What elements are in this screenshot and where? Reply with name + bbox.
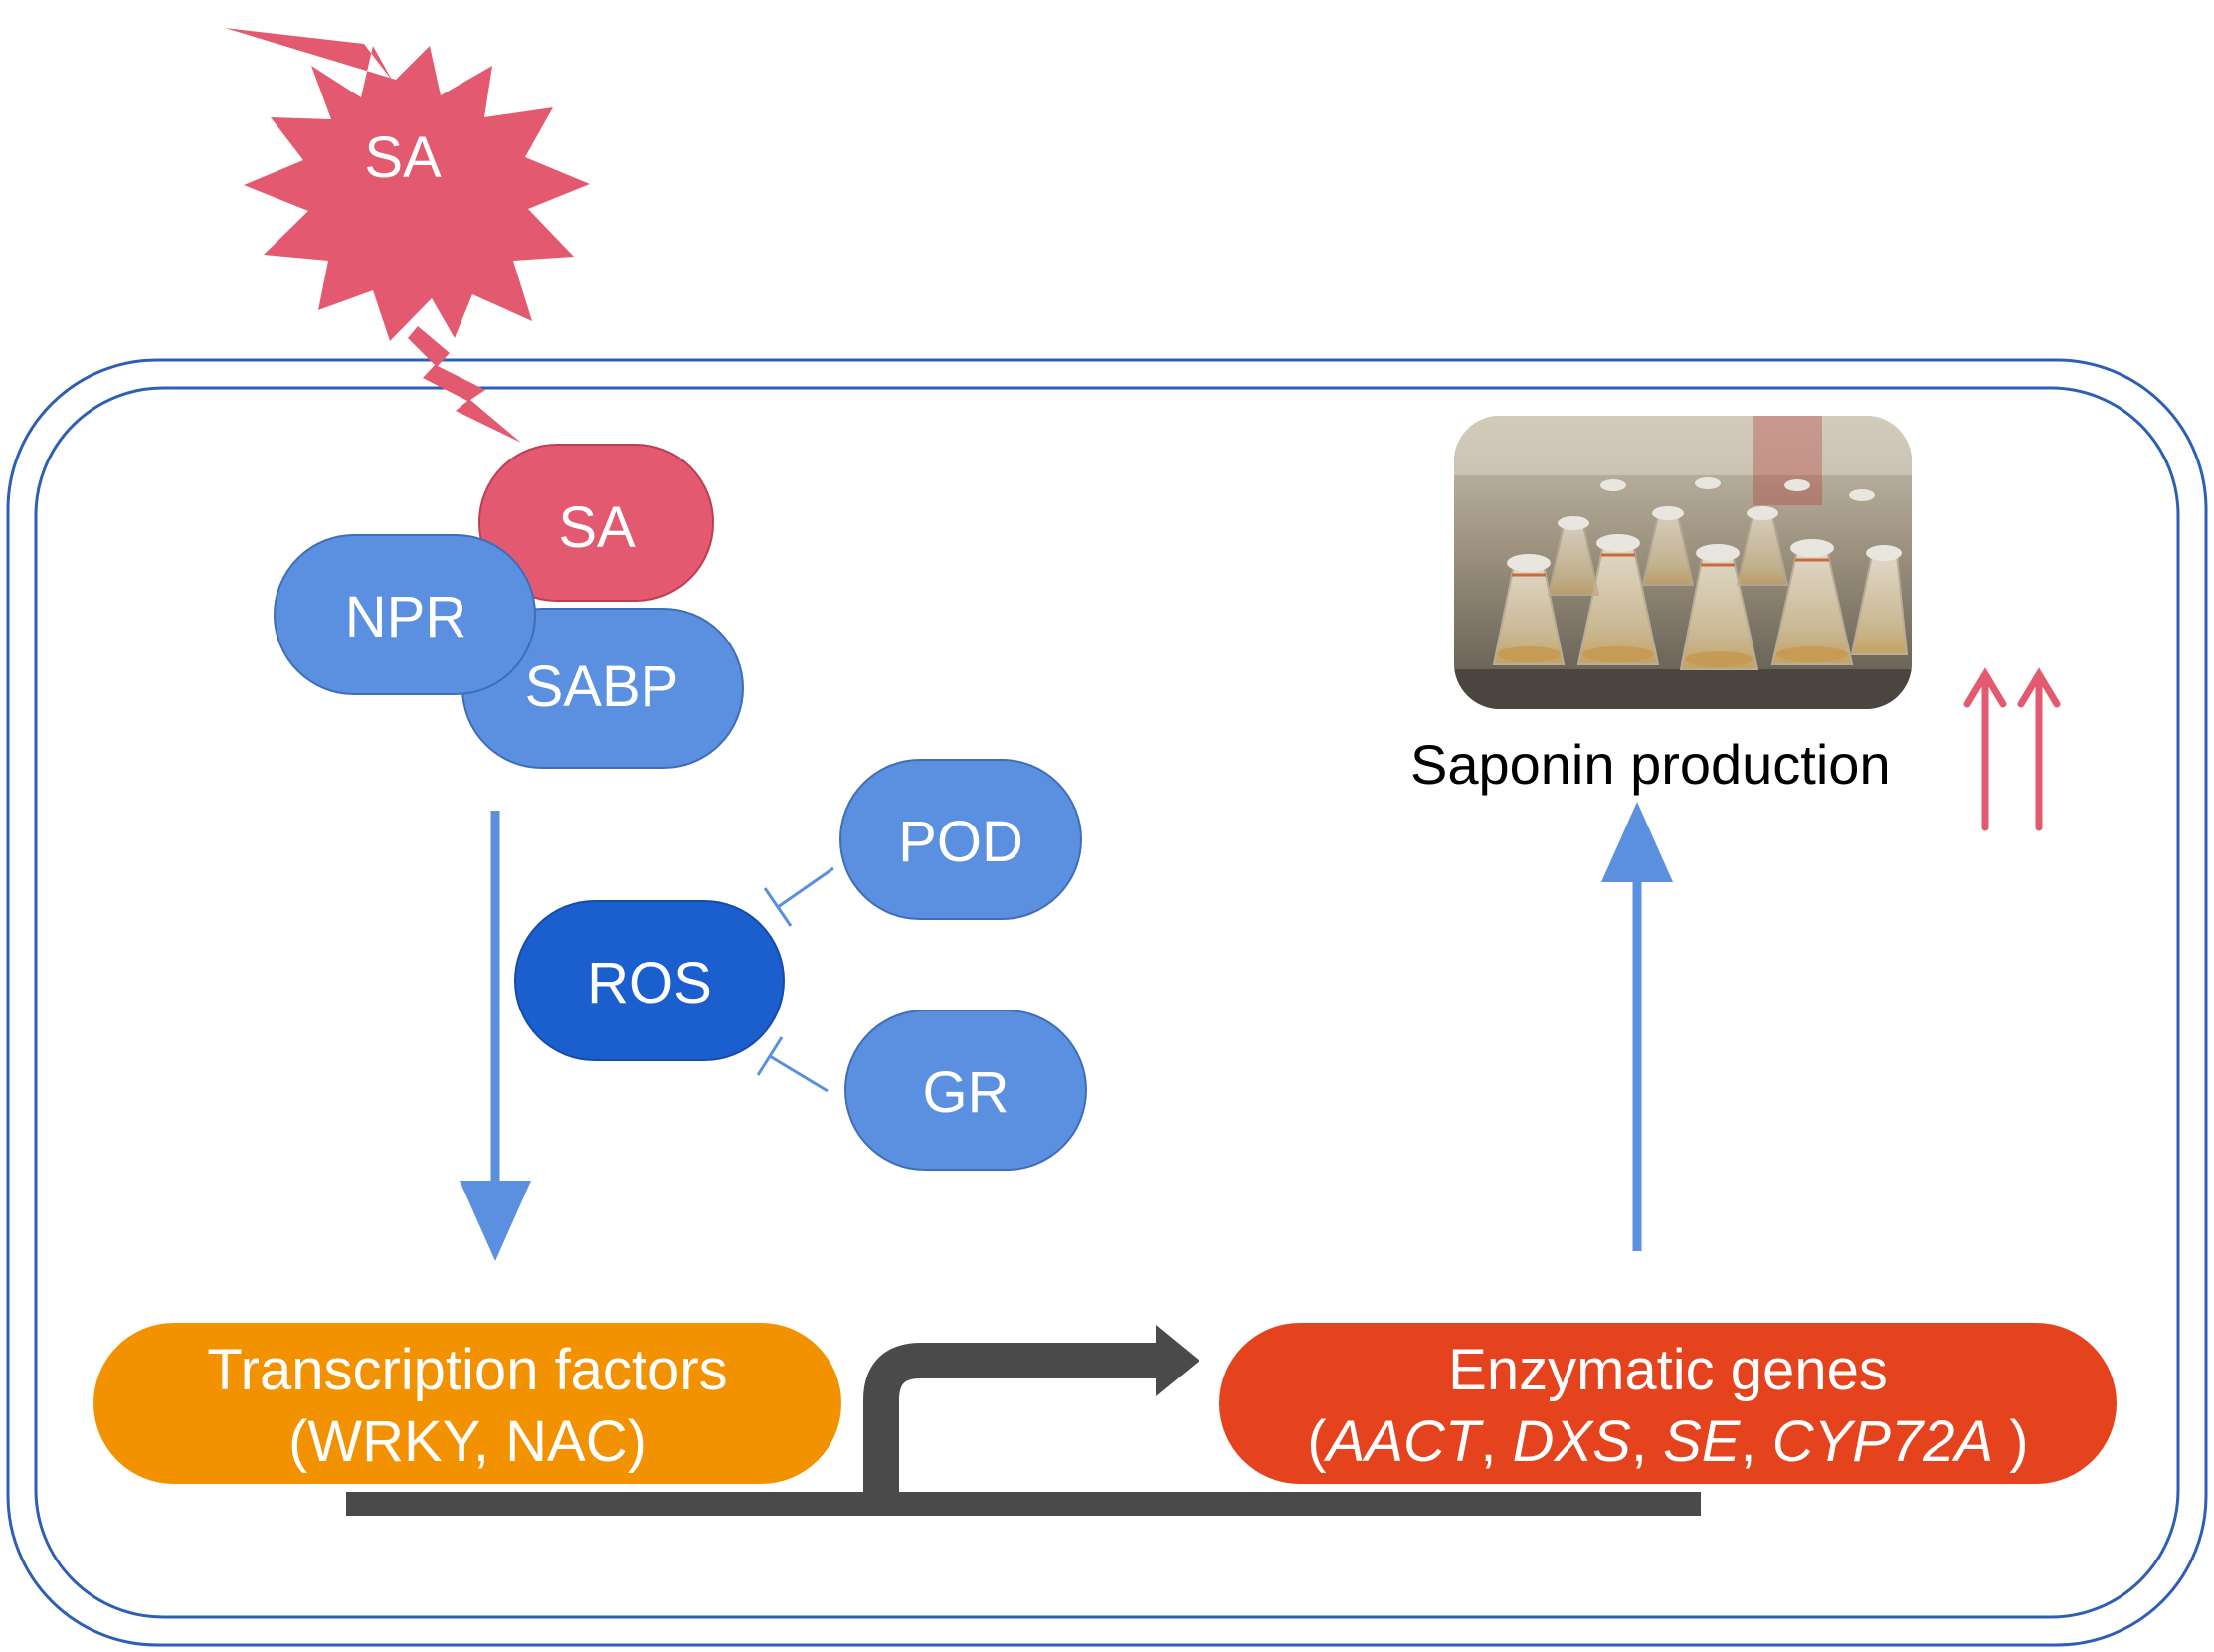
sa-bound-label: SA <box>558 495 636 560</box>
paren-close: ) <box>1993 1409 2028 1474</box>
transcription-factors-box <box>93 1323 841 1484</box>
sa-bound-node <box>478 444 714 602</box>
gr-inhibits-ros <box>756 1036 829 1093</box>
enzymatic-genes-box <box>1219 1323 2117 1484</box>
transcription-bent-arrow <box>863 1343 1162 1492</box>
npr-node <box>274 534 536 695</box>
gene-sep-3: , <box>1740 1409 1771 1474</box>
gr-label: GR <box>923 1060 1010 1125</box>
cell-inner-membrane <box>34 386 2180 1619</box>
pod-label: POD <box>898 810 1023 874</box>
lightning-bolt-icon <box>408 326 521 443</box>
gr-node <box>844 1010 1087 1171</box>
dna-line <box>346 1492 1701 1516</box>
cell-outer-membrane <box>6 358 2208 1647</box>
gene-sep-2: , <box>1631 1409 1663 1474</box>
enzymatic-line1: Enzymatic genes <box>1448 1338 1888 1402</box>
npr-label: NPR <box>345 585 466 649</box>
gene-dxs: DXS <box>1513 1409 1632 1474</box>
sabp-label: SABP <box>525 654 679 719</box>
starburst-icon <box>225 28 590 341</box>
gene-aact: AACT <box>1324 1409 1484 1474</box>
sa-burst-label: SA <box>364 125 442 190</box>
pod-inhibits-ros <box>763 866 834 927</box>
saponin-label: Saponin production <box>1410 733 1891 796</box>
culture-flasks-photo <box>1454 416 1912 709</box>
enzymatic-line2: (AACT, DXS, SE, CYP72A ) <box>1307 1409 2028 1474</box>
transcription-line1: Transcription factors <box>207 1338 727 1402</box>
transcription-arrowhead <box>1156 1325 1199 1396</box>
ros-label: ROS <box>587 951 712 1015</box>
gene-se: SE <box>1663 1409 1742 1474</box>
double-up-arrow-icon <box>1963 667 2061 831</box>
gene-cyp72a: CYP72A <box>1772 1409 1993 1474</box>
transcription-line2: (WRKY, NAC) <box>288 1409 646 1474</box>
pod-node <box>839 759 1082 920</box>
paren-open: ( <box>1307 1409 1326 1474</box>
gene-sep-1: , <box>1480 1409 1512 1474</box>
ros-node <box>514 900 785 1061</box>
